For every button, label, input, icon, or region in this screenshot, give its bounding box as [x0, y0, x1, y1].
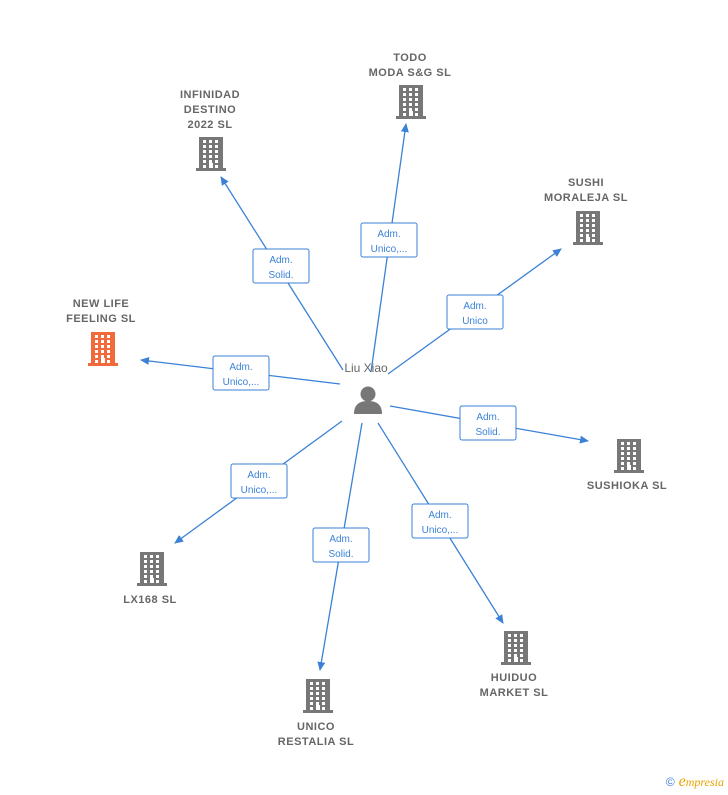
role-text: Unico,... [241, 485, 278, 496]
role-badge-sushi-moraleja[interactable]: Adm. Unico [446, 294, 504, 330]
role-text: Adm. [463, 301, 486, 312]
role-text: Adm. [428, 510, 451, 521]
company-node-todo-moda[interactable]: TODO MODA S&G SL [369, 52, 452, 119]
company-label-line: TODO [393, 52, 427, 64]
building-icon [137, 552, 167, 586]
role-text: Solid. [268, 270, 293, 281]
building-icon [303, 679, 333, 713]
company-node-sushi-moraleja[interactable]: SUSHI MORALEJA SL [544, 177, 628, 245]
company-label-line: FEELING SL [66, 313, 136, 325]
company-label-line: 2022 SL [187, 119, 232, 131]
company-label-line: INFINIDAD [180, 89, 240, 101]
company-node-infinidad-destino[interactable]: INFINIDAD DESTINO 2022 SL [180, 89, 240, 171]
company-label-line: MARKET SL [480, 687, 549, 699]
brand-initial: e [678, 773, 686, 790]
company-node-unico-restalia[interactable]: UNICO RESTALIA SL [278, 679, 354, 748]
nodes-layer: TODO MODA S&G SL INFINIDAD DESTINO 2022 SL SU… [66, 52, 667, 748]
role-text: Adm. [329, 534, 352, 545]
company-label-line: NEW LIFE [73, 298, 130, 310]
center-person-label: Liu Xiao [344, 361, 388, 375]
company-label-line: MORALEJA SL [544, 192, 628, 204]
company-node-sushioka[interactable]: SUSHIOKA SL [587, 439, 667, 492]
company-label-line: MODA S&G SL [369, 67, 452, 79]
role-text: Adm. [269, 255, 292, 266]
building-icon [573, 211, 603, 245]
company-label-line: LX168 SL [123, 594, 177, 606]
company-node-lx168[interactable]: LX168 SL [123, 552, 177, 606]
role-badge-new-life-feeling[interactable]: Adm. Unico,... [212, 355, 270, 391]
role-text: Adm. [377, 229, 400, 240]
role-badge-unico-restalia[interactable]: Adm. Solid. [312, 527, 370, 563]
company-node-new-life-feeling[interactable]: NEW LIFE FEELING SL [66, 298, 136, 366]
building-icon [196, 137, 226, 171]
brand-name: mpresia [685, 775, 724, 789]
role-text: Unico [462, 316, 488, 327]
role-text: Unico,... [371, 244, 408, 255]
role-badge-sushioka[interactable]: Adm. Solid. [459, 405, 517, 441]
footer-brand: ©empresia [666, 773, 724, 791]
company-label-line: SUSHIOKA SL [587, 480, 667, 492]
company-node-huiduo-market[interactable]: HUIDUO MARKET SL [480, 631, 549, 699]
company-label-line: DESTINO [184, 104, 236, 116]
company-label-line: RESTALIA SL [278, 736, 354, 748]
copyright-symbol: © [665, 775, 675, 789]
center-person-node[interactable]: Liu Xiao [344, 361, 388, 414]
role-text: Adm. [229, 362, 252, 373]
building-icon [396, 85, 426, 119]
role-badge-huiduo-market[interactable]: Adm. Unico,... [411, 503, 469, 539]
role-text: Unico,... [223, 377, 260, 388]
role-text: Unico,... [422, 525, 459, 536]
person-icon [354, 386, 382, 414]
role-text: Solid. [328, 549, 353, 560]
building-icon [88, 332, 118, 366]
role-text: Adm. [476, 412, 499, 423]
role-badge-infinidad-destino[interactable]: Adm. Solid. [252, 248, 310, 284]
building-icon [614, 439, 644, 473]
edges-layer: Adm.Unico,...Adm.Solid.Adm.UnicoAdm.Unic… [140, 123, 589, 671]
company-label-line: HUIDUO [491, 672, 537, 684]
role-text: Adm. [247, 470, 270, 481]
company-label-line: UNICO [297, 721, 335, 733]
company-label-line: SUSHI [568, 177, 604, 189]
role-badge-lx168[interactable]: Adm. Unico,... [230, 463, 288, 499]
building-icon [501, 631, 531, 665]
role-text: Solid. [475, 427, 500, 438]
role-badge-todo-moda[interactable]: Adm. Unico,... [360, 222, 418, 258]
